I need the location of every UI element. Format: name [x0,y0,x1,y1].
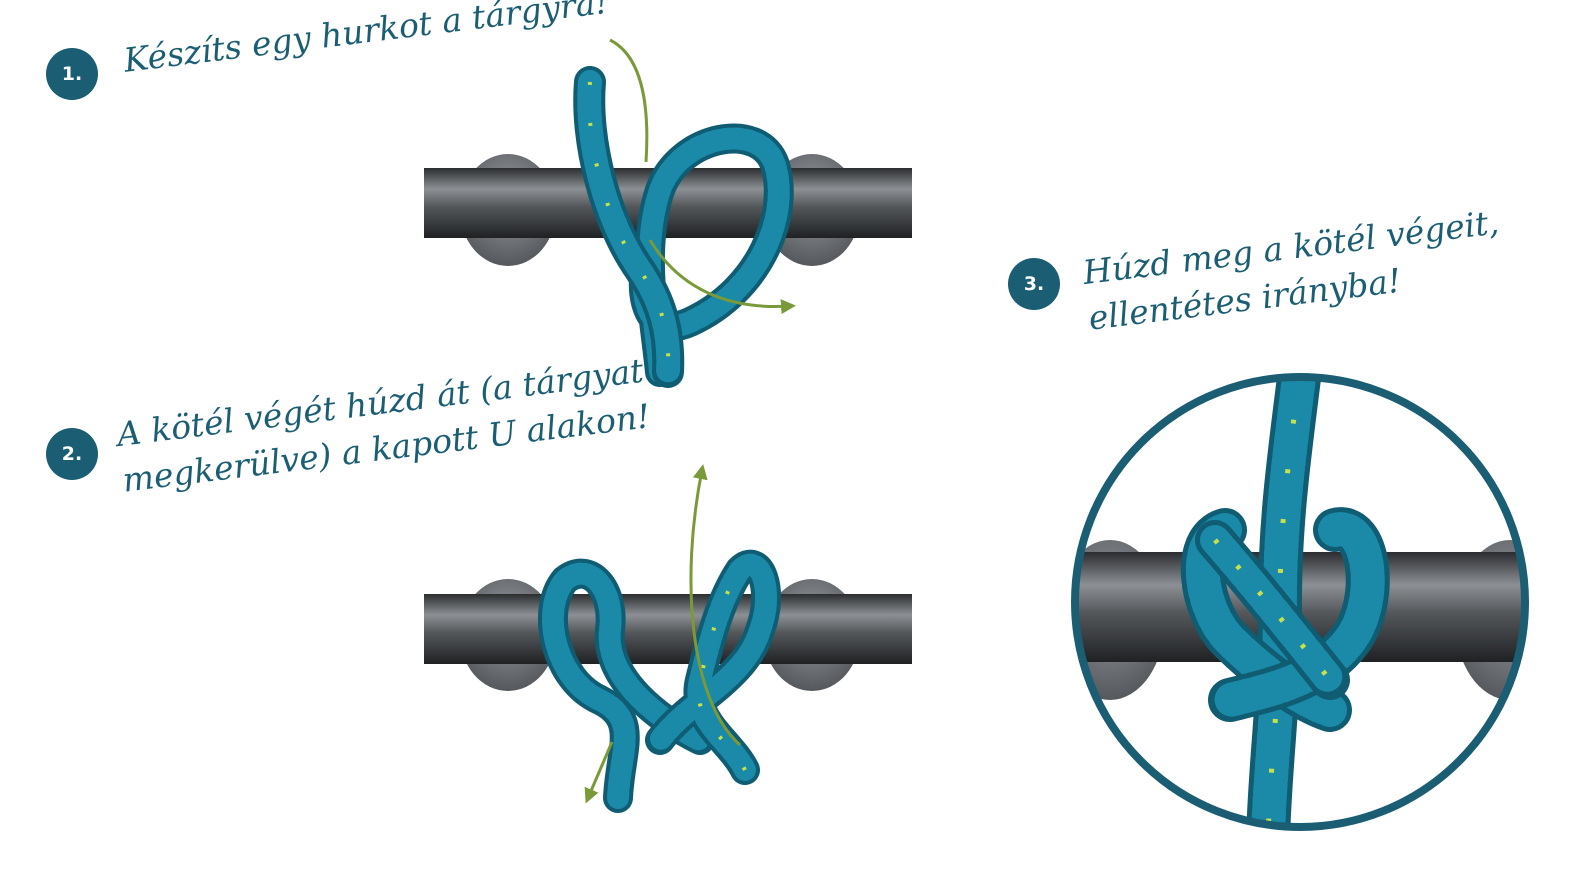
step-3-badge: 3. [1008,258,1060,310]
step-1-illustration [424,38,912,388]
step-1-badge: 1. [46,48,98,100]
step-2-illustration [424,464,912,813]
step-1-arrow-around [648,239,796,315]
step-3-illustration [1071,373,1529,831]
step-2-bar [424,594,912,664]
step-2-arrow-up [689,464,742,747]
step-3-circle-frame [1071,373,1529,831]
step-1-arrow-over [609,38,649,163]
step-2-arrow-down [584,741,614,804]
step-2-badge: 2. [46,428,98,480]
